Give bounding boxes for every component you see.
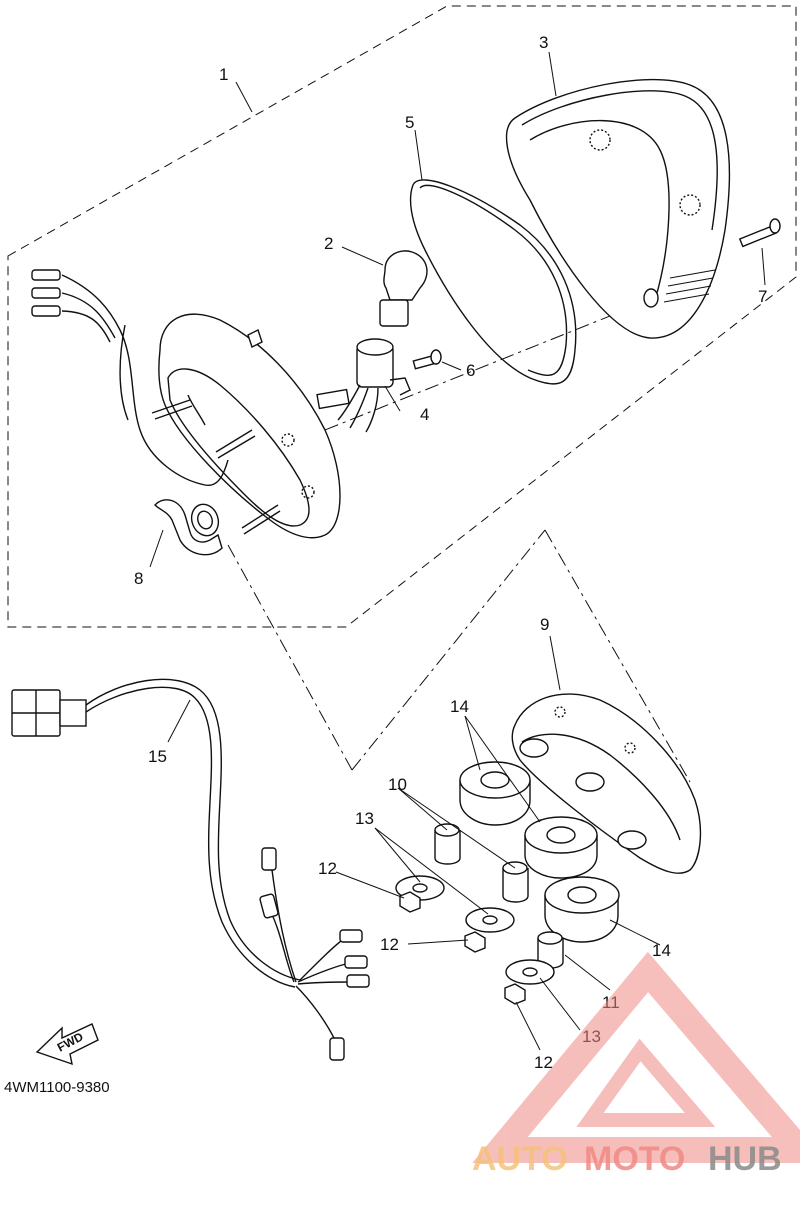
callout-12a: 12 — [318, 859, 337, 878]
callout-14a: 14 — [450, 697, 469, 716]
callout-9: 9 — [540, 615, 549, 634]
callout-leaders — [149, 51, 766, 1051]
base-bracket-part — [511, 693, 702, 874]
forward-arrow-icon: FWD — [35, 1023, 99, 1066]
housing-part — [151, 313, 341, 539]
callout-1: 1 — [219, 65, 228, 84]
damper-parts — [459, 761, 620, 943]
lens-part — [505, 78, 731, 339]
callout-4: 4 — [420, 405, 429, 424]
assembly-boundary — [7, 5, 797, 628]
callout-13a: 13 — [355, 809, 374, 828]
callout-5: 5 — [405, 113, 414, 132]
callout-12b: 12 — [380, 935, 399, 954]
callout-12c: 12 — [534, 1053, 553, 1072]
callout-6: 6 — [466, 361, 475, 380]
nut-parts — [399, 891, 526, 1005]
watermark-moto: MOTO — [584, 1140, 685, 1178]
screw-7-part — [738, 218, 781, 248]
diagram-code: 4WM1100-9380 — [4, 1079, 110, 1096]
alignment-lines — [227, 299, 691, 783]
socket-part — [316, 338, 411, 433]
callout-15: 15 — [148, 747, 167, 766]
wire-harness-part — [11, 678, 370, 1061]
callout-8: 8 — [134, 569, 143, 588]
callout-2: 2 — [324, 234, 333, 253]
callout-3: 3 — [539, 33, 548, 52]
callout-7: 7 — [758, 287, 767, 306]
grommet-part — [154, 499, 223, 556]
collar-parts — [434, 823, 564, 969]
bulb-part — [379, 250, 428, 327]
callout-10: 10 — [388, 775, 407, 794]
housing-wires — [31, 269, 229, 486]
screw-6-part — [412, 349, 442, 370]
callout-14b: 14 — [652, 941, 671, 960]
watermark-logo-icon — [472, 951, 800, 1163]
gasket-part — [409, 179, 577, 385]
part-number-labels: 1 2 3 4 5 6 7 8 9 10 11 12 12 12 13 13 1… — [134, 33, 767, 1072]
watermark-auto: AUTO — [472, 1140, 568, 1178]
watermark-hub: HUB — [708, 1140, 782, 1178]
watermark-brand: AUTO MOTO HUB — [472, 1140, 782, 1178]
washer-parts — [395, 875, 555, 985]
